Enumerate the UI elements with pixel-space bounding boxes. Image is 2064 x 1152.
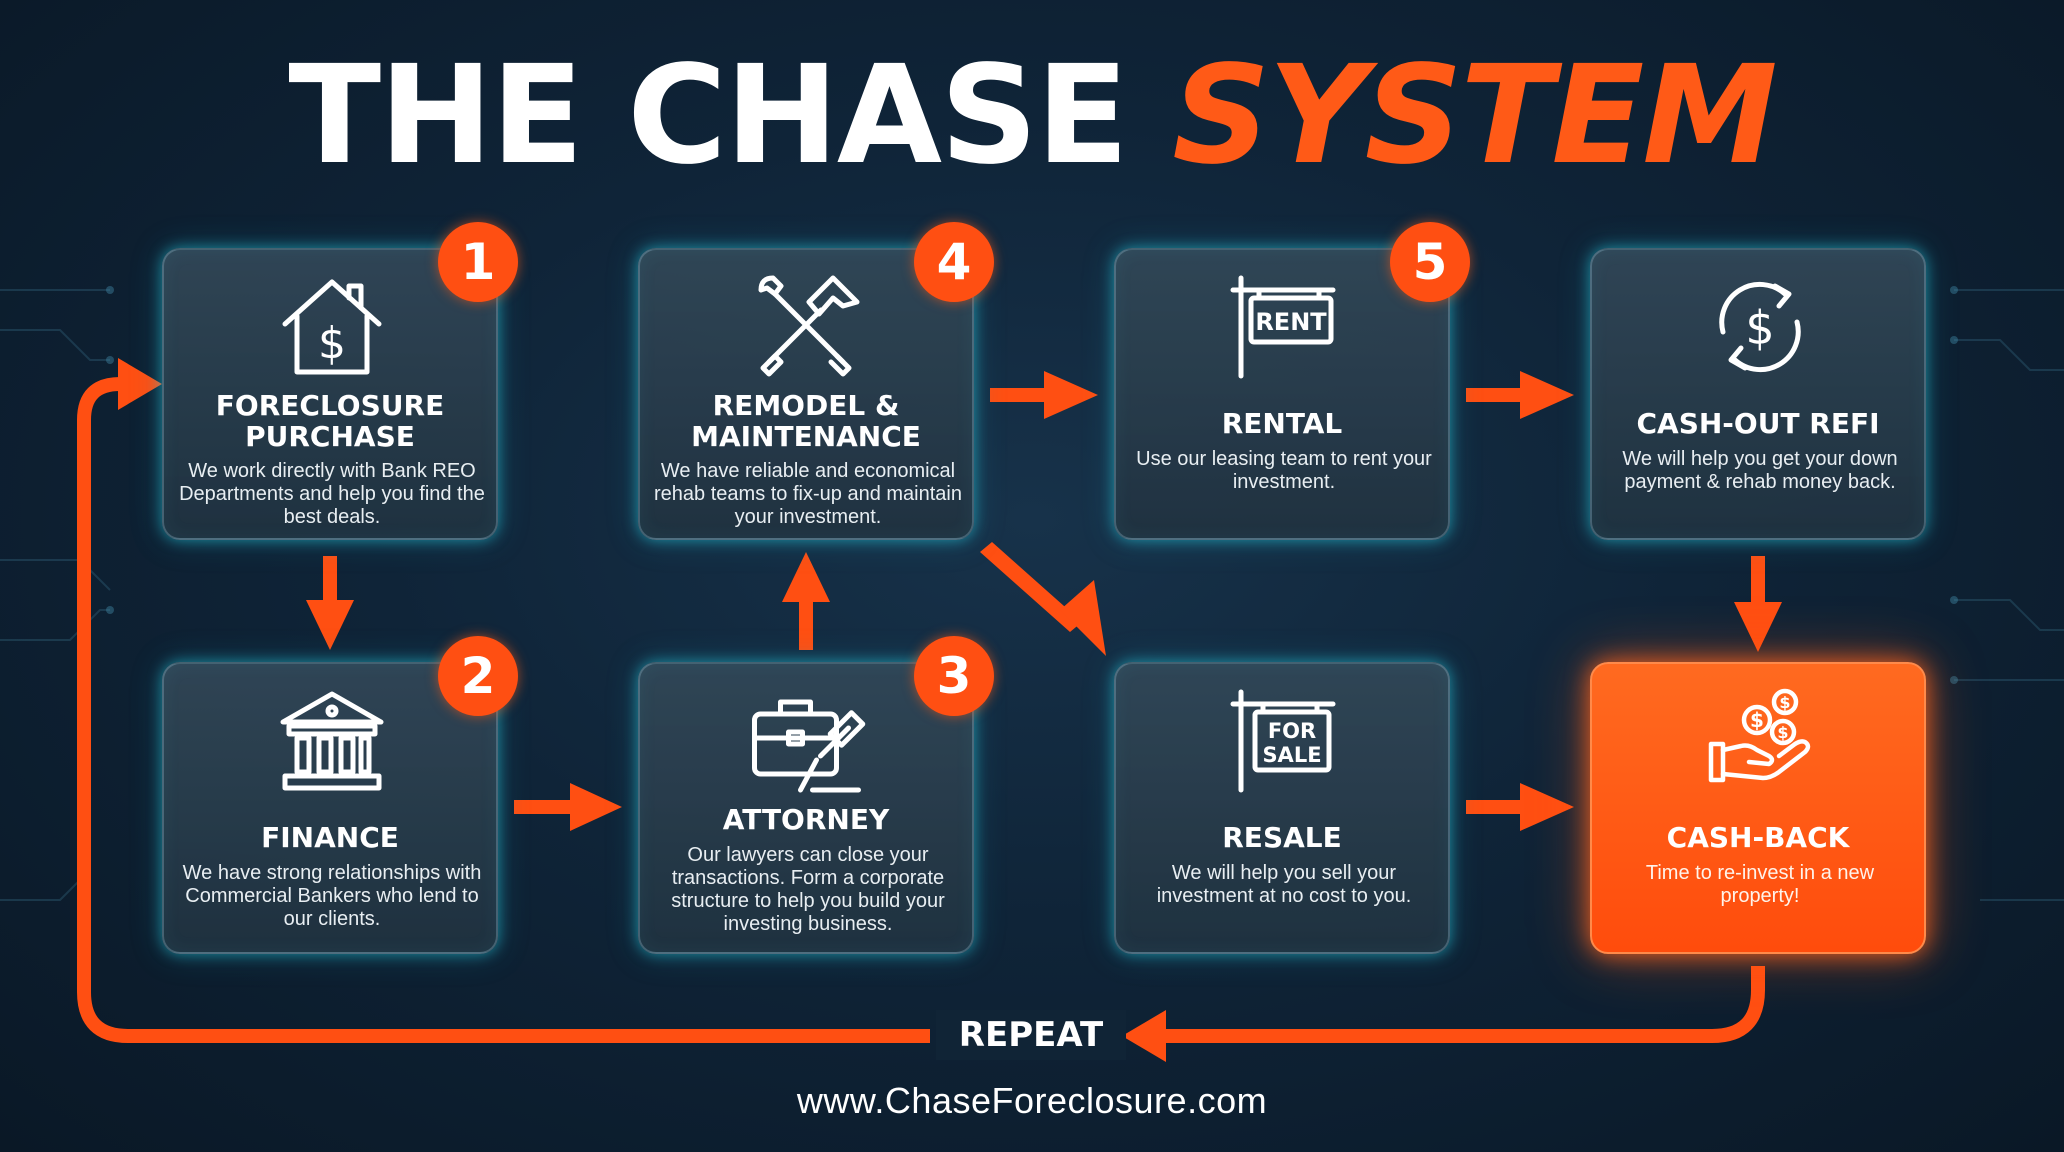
step-card-cash-back: $ $ $ CASH-BACK Time to re-invest in a n…: [1590, 662, 1926, 954]
repeat-label: REPEAT: [936, 1010, 1126, 1060]
house-dollar-icon: $: [282, 279, 382, 375]
hand-coins-icon: $ $ $: [1708, 688, 1811, 783]
step-badge-4: 4: [914, 222, 994, 302]
for-sale-sign-icon: FOR SALE: [1230, 689, 1336, 793]
step-card-rental: RENT RENTAL Use our leasing team to rent…: [1114, 248, 1450, 540]
step-title: CASH-BACK: [1666, 821, 1850, 854]
step-badge-1: 1: [438, 222, 518, 302]
step-title: FORECLOSURE PURCHASE: [215, 389, 445, 453]
page-title: THE CHASE SYSTEM: [0, 48, 2064, 184]
step-description: We will help you get your down payment &…: [1622, 448, 1898, 493]
website-url[interactable]: www.ChaseForeclosure.com: [796, 1080, 1268, 1121]
svg-text:$: $: [1777, 723, 1788, 742]
sign-text-line-2: SALE: [1262, 743, 1321, 767]
svg-text:$: $: [1745, 301, 1774, 355]
repeat-loop-arrow: [77, 358, 1765, 1062]
rent-sign-icon: RENT: [1230, 275, 1336, 379]
svg-text:$: $: [318, 318, 346, 369]
step-card-resale: FOR SALE RESALE We will help you sell yo…: [1114, 662, 1450, 954]
step-badge-3: 3: [914, 636, 994, 716]
step-badge-5: 5: [1390, 222, 1470, 302]
arrow-refi-to-cashback: [1734, 556, 1782, 652]
step-description: We will help you sell your investment at…: [1156, 862, 1412, 907]
svg-text:$: $: [1750, 708, 1764, 732]
step-card-finance: FINANCE We have strong relationships wit…: [162, 662, 498, 954]
briefcase-gavel-icon: [752, 699, 866, 793]
svg-text:$: $: [1779, 693, 1790, 712]
step-title: RESALE: [1222, 821, 1342, 854]
arrow-4-to-5: [990, 371, 1098, 419]
step-description: Our lawyers can close your transactions.…: [671, 844, 945, 935]
arrow-2-to-3: [514, 783, 622, 831]
step-description: We work directly with Bank REO Departmen…: [179, 460, 485, 528]
arrow-3-to-4: [782, 552, 830, 650]
arrow-1-to-2: [306, 556, 354, 650]
step-description: Use our leasing team to rent your invest…: [1136, 448, 1432, 493]
arrow-4-to-resale: [980, 542, 1106, 656]
step-card-foreclosure-purchase: $ FORECLOSURE PURCHASE We work directly …: [162, 248, 498, 540]
sign-text: RENT: [1255, 308, 1327, 336]
title-part-white: THE CHASE: [288, 37, 1173, 195]
step-title: RENTAL: [1221, 407, 1343, 440]
step-card-cash-out-refi: $ CASH-OUT REFI We will help you get you…: [1590, 248, 1926, 540]
step-title: ATTORNEY: [722, 803, 890, 836]
step-title: CASH-OUT REFI: [1636, 407, 1880, 440]
arrow-5-to-refi: [1466, 371, 1574, 419]
step-description: Time to re-invest in a new property!: [1645, 862, 1875, 907]
sign-text-line-1: FOR: [1268, 719, 1316, 743]
bank-icon: [280, 691, 384, 791]
step-title: FINANCE: [261, 821, 399, 854]
wrench-hammer-icon: [758, 275, 860, 377]
title-part-orange: SYSTEM: [1172, 37, 1777, 195]
step-card-attorney: ATTORNEY Our lawyers can close your tran…: [638, 662, 974, 954]
arrow-resale-to-cashback: [1466, 783, 1574, 831]
dollar-cycle-icon: $: [1719, 281, 1801, 373]
step-badge-2: 2: [438, 636, 518, 716]
step-description: We have reliable and economical rehab te…: [654, 460, 962, 528]
step-title: REMODEL & MAINTENANCE: [691, 389, 921, 453]
step-card-remodel-maintenance: REMODEL & MAINTENANCE We have reliable a…: [638, 248, 974, 540]
step-description: We have strong relationships with Commer…: [182, 862, 482, 930]
